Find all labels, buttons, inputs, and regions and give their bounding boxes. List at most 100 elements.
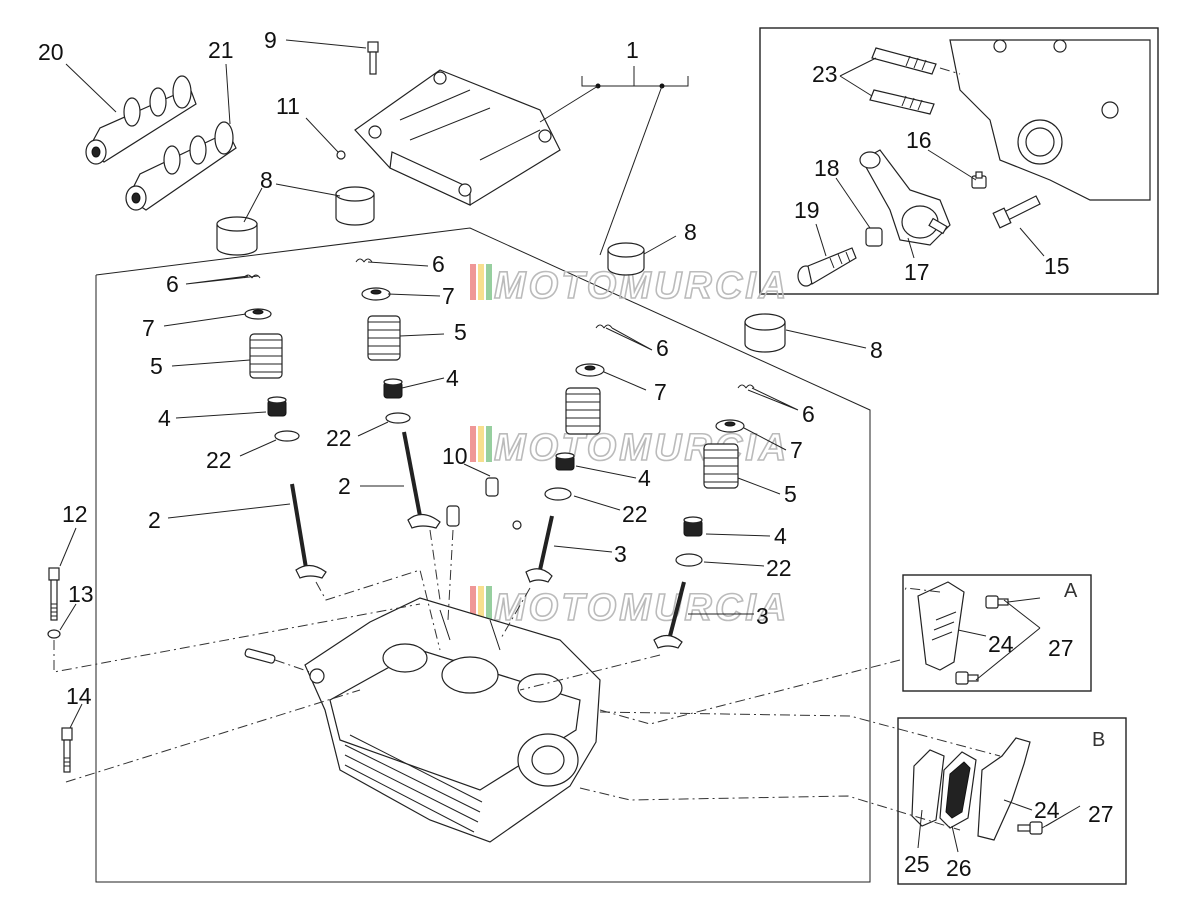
camshaft-carrier <box>354 69 561 206</box>
callout-4-mid: 4 <box>446 365 459 391</box>
detail-b-box <box>897 717 1127 885</box>
callout-24-a: 24 <box>988 631 1014 657</box>
callout-23: 23 <box>812 61 838 87</box>
valve-spring-4 <box>703 443 739 489</box>
callout-25: 25 <box>904 851 930 877</box>
spring-retainer-3 <box>575 363 605 377</box>
spring-retainer-4 <box>715 419 745 433</box>
callout-4-right1: 4 <box>638 465 651 491</box>
camshaft-intake <box>125 121 237 211</box>
svg-text:MOTOMURCIA: MOTOMURCIA <box>494 427 789 469</box>
svg-text:MOTOMURCIA: MOTOMURCIA <box>494 587 789 629</box>
callout-7-mid: 7 <box>442 283 455 309</box>
callout-8-top: 8 <box>260 167 273 193</box>
valve-seal-3 <box>555 452 575 471</box>
callout-22-right2: 22 <box>766 555 792 581</box>
head-partial-view <box>949 39 1151 201</box>
cylinder-head <box>304 597 601 843</box>
exhaust-valve-2 <box>653 581 686 649</box>
tappet-4 <box>744 313 786 353</box>
valve-guide-2 <box>485 477 499 497</box>
callout-6-mid: 6 <box>432 251 445 277</box>
callout-16: 16 <box>906 127 932 153</box>
valve-keepers-4 <box>737 384 755 389</box>
alignment-line-valve4 <box>519 654 661 691</box>
alignment-line-inset <box>939 67 961 75</box>
valve-seal-2 <box>383 378 403 399</box>
alignment-line-valve2 <box>429 529 441 601</box>
cover-bolt-a2 <box>955 671 979 685</box>
alignment-line-a <box>599 659 901 725</box>
detail-b-label: B <box>1092 729 1105 751</box>
callout-19: 19 <box>794 197 820 223</box>
thermostat-housing <box>859 149 951 246</box>
valve-seal-4 <box>683 516 703 537</box>
spring-seat-4 <box>675 553 703 567</box>
spring-seat-2 <box>385 412 411 424</box>
main-assembly-outline <box>95 227 871 883</box>
intake-valve-1 <box>290 483 327 579</box>
callout-15: 15 <box>1044 253 1070 279</box>
detail-a-box <box>902 574 1092 692</box>
alignment-line-stud <box>274 659 311 673</box>
callout-7-right1: 7 <box>654 379 667 405</box>
callout-22-right1: 22 <box>622 501 648 527</box>
spring-retainer-1 <box>244 308 272 320</box>
leader-lines <box>59 39 1081 853</box>
temperature-sensor <box>992 195 1041 229</box>
callout-7-right2: 7 <box>790 437 803 463</box>
callout-2-mid: 2 <box>338 473 351 499</box>
callout-12: 12 <box>62 501 88 527</box>
valve-spring-2 <box>367 315 401 361</box>
cover-seal-b <box>939 751 977 829</box>
callout-5-mid: 5 <box>454 319 467 345</box>
callout-3-lower: 3 <box>756 603 769 629</box>
valve-keepers-2 <box>355 258 373 263</box>
callout-8-mid: 8 <box>684 219 697 245</box>
callout-24-b: 24 <box>1034 797 1060 823</box>
alignment-line-valve1 <box>315 569 441 651</box>
callout-11: 11 <box>276 93 300 119</box>
callout-5-right: 5 <box>784 481 797 507</box>
valve-guide-1 <box>446 505 460 527</box>
small-guide-ring <box>512 520 522 530</box>
callout-1: 1 <box>626 37 639 63</box>
cover-bolt-a1 <box>985 595 1009 609</box>
detail-a-label: A <box>1064 580 1078 602</box>
valve-spring-3 <box>565 387 601 435</box>
camshaft-exhaust <box>85 75 197 165</box>
watermark-middle: MOTOMURCIA <box>470 426 789 470</box>
alignment-line-bolt12 <box>53 603 421 673</box>
valve-seal-1 <box>267 396 287 417</box>
tappet-1 <box>216 216 258 256</box>
callout-7-left: 7 <box>142 315 155 341</box>
callout-4-right2: 4 <box>774 523 787 549</box>
callout-27-a: 27 <box>1048 635 1074 661</box>
thermostat-bolt <box>797 247 857 287</box>
callout-6-left: 6 <box>166 271 179 297</box>
callout-27-b: 27 <box>1088 801 1114 827</box>
valve-spring-1 <box>249 333 283 379</box>
head-bolt-short <box>61 727 73 773</box>
alignment-line-bolt14 <box>65 689 361 783</box>
callout-3-upper: 3 <box>614 541 627 567</box>
cover-plate-b <box>977 737 1031 841</box>
watermark-bottom: MOTOMURCIA <box>470 586 789 630</box>
callout-22-left: 22 <box>206 447 232 473</box>
thermostat-stud-1 <box>871 47 937 75</box>
callout-20: 20 <box>38 39 64 65</box>
callout-13: 13 <box>68 581 94 607</box>
alignment-line-b2 <box>599 711 1001 757</box>
exhaust-valve-1 <box>525 515 554 583</box>
cover-plate-a <box>917 581 965 671</box>
callout-18: 18 <box>814 155 840 181</box>
alignment-line-guide <box>447 529 454 621</box>
callout-10: 10 <box>442 443 468 469</box>
callout-8-right: 8 <box>870 337 883 363</box>
callout-6-right1: 6 <box>656 335 669 361</box>
callout-9: 9 <box>264 27 277 53</box>
alignment-line-a2 <box>904 587 941 593</box>
intake-valve-2 <box>402 431 441 529</box>
callout-26: 26 <box>946 855 972 881</box>
